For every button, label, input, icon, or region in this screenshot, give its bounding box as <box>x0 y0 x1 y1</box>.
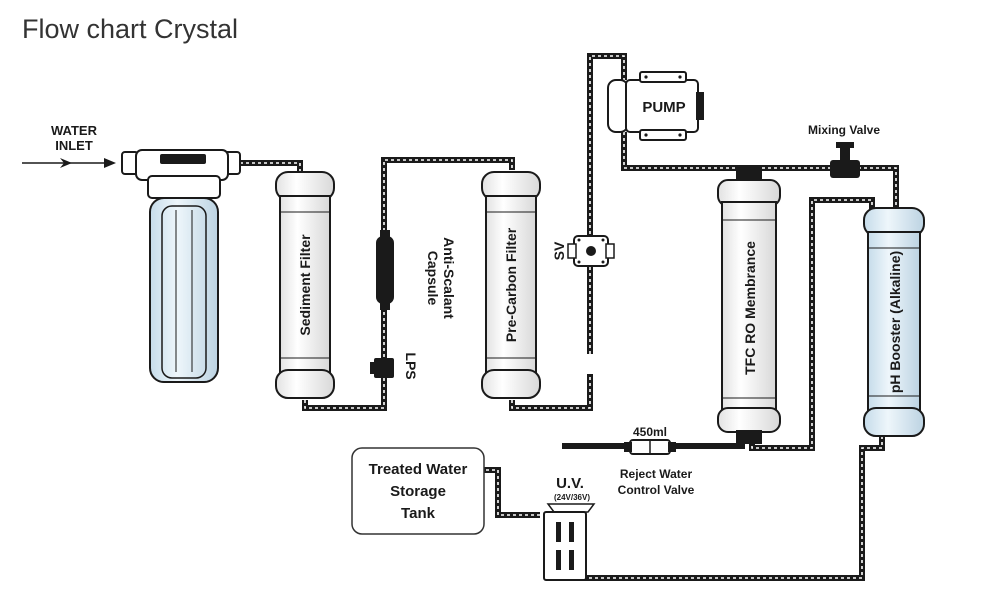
pre-filter-housing <box>121 149 241 383</box>
water-inlet-label-1: WATER <box>51 123 98 138</box>
uv-unit: U.V. (24V/36V) <box>543 475 596 581</box>
reject-valve-label-2: Control Valve <box>618 483 695 497</box>
pre-carbon-filter-label: Pre-Carbon Filter <box>503 227 519 342</box>
storage-tank-label-1: Treated Water <box>369 461 468 478</box>
lps-switch: LPS <box>370 352 419 380</box>
mixing-valve-label: Mixing Valve <box>808 123 880 137</box>
anti-scalant-label-2: Capsule <box>425 251 441 306</box>
reject-valve: 450ml Reject Water Control Valve <box>618 425 695 497</box>
water-inlet-label-2: INLET <box>55 138 93 153</box>
ph-booster-label: pH Booster (Alkaline) <box>887 251 903 393</box>
inlet-arrowhead-icon <box>104 158 116 168</box>
pump-label: PUMP <box>642 99 685 116</box>
pump: PUMP <box>607 71 704 141</box>
lps-label: LPS <box>403 352 419 379</box>
reject-valve-label-1: Reject Water <box>620 467 693 481</box>
inlet-arrow-icon <box>60 158 72 168</box>
sv-label: SV <box>551 241 567 260</box>
anti-scalant-label-1: Anti-Scalant <box>441 237 457 319</box>
ro-membrane-label: TFC RO Membrance <box>742 241 758 375</box>
anti-scalant-capsule: Anti-Scalant Capsule <box>376 230 457 319</box>
ro-membrane: TFC RO Membrance <box>717 166 781 444</box>
pre-carbon-filter: Pre-Carbon Filter <box>481 171 541 399</box>
sediment-filter-label: Sediment Filter <box>297 234 313 336</box>
solenoid-valve: SV <box>551 235 615 267</box>
mixing-valve: Mixing Valve <box>808 123 880 178</box>
water-inlet: WATER INLET <box>22 123 116 168</box>
storage-tank: Treated Water Storage Tank <box>351 447 485 535</box>
reject-valve-volume: 450ml <box>633 425 667 439</box>
uv-label: U.V. <box>556 475 584 492</box>
ph-booster: pH Booster (Alkaline) <box>863 207 925 437</box>
storage-tank-label-2: Storage <box>390 483 446 500</box>
storage-tank-label-3: Tank <box>401 505 436 522</box>
page-title: Flow chart Crystal <box>22 14 239 44</box>
uv-voltage-label: (24V/36V) <box>554 493 590 502</box>
sediment-filter: Sediment Filter <box>275 171 335 399</box>
